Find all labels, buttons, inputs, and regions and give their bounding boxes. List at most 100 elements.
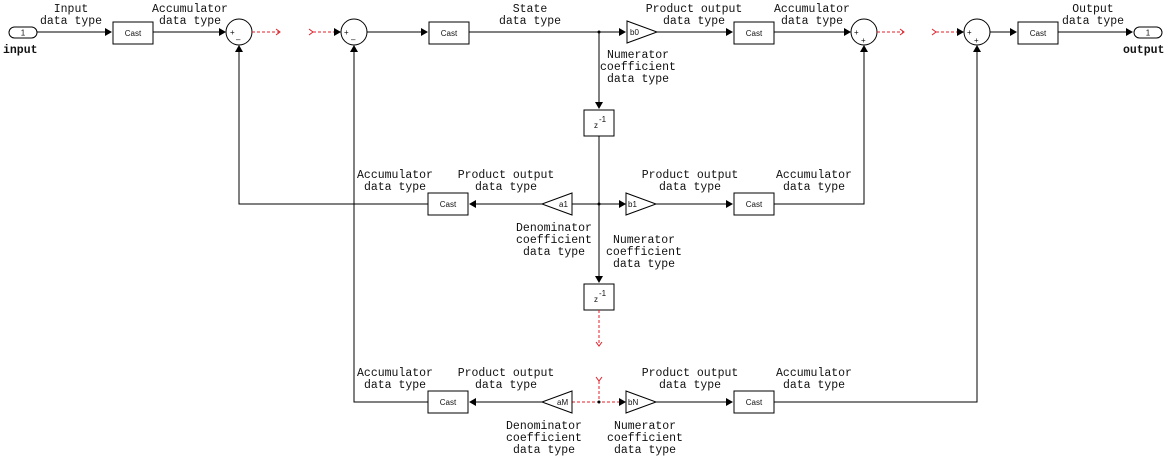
label-acc-dt-1: Accumulator (357, 367, 433, 380)
label-acc-dt-2: data type (159, 15, 221, 28)
label-den-coef-1: Denominator (506, 420, 582, 433)
label-num-coef-1: Numerator (613, 234, 675, 247)
label-den-coef-1: Denominator (516, 222, 592, 235)
label-acc-dt-1: Accumulator (776, 367, 852, 380)
continuation-arrow-icon (308, 28, 314, 36)
label-num-coef-2: coefficient (607, 432, 683, 445)
label-den-coef-2: coefficient (516, 234, 592, 247)
delay-exp: -1 (599, 115, 607, 124)
label-acc-dt-1: Accumulator (357, 169, 433, 182)
cast-block-aM[interactable]: Cast (427, 390, 469, 414)
arrow-icon (973, 45, 981, 52)
gain-b1[interactable]: b1 (625, 192, 658, 216)
wire (353, 51, 428, 403)
label-prod-dt-1: Product output (458, 169, 555, 182)
arrow-icon (726, 200, 733, 208)
input-port-number: 1 (21, 29, 26, 38)
arrow-icon (1126, 28, 1133, 36)
label-prod-dt-2: data type (475, 379, 537, 392)
cast-label: Cast (1030, 29, 1047, 38)
sum-block-3[interactable]: + + (850, 18, 878, 46)
gain-label: b0 (630, 28, 639, 37)
continuation-arrow-icon (931, 28, 937, 36)
cast-block-input[interactable]: Cast (112, 21, 154, 45)
label-acc-dt-2: data type (783, 379, 845, 392)
arrow-icon (619, 200, 626, 208)
input-port-name: input (3, 44, 38, 57)
arrow-icon (235, 45, 243, 52)
label-prod-dt-2: data type (663, 15, 725, 28)
cast-block-bN[interactable]: Cast (733, 390, 775, 414)
label-prod-dt-2: data type (659, 379, 721, 392)
gain-label: aM (557, 398, 568, 407)
arrow-icon (957, 28, 964, 36)
arrow-icon (619, 28, 626, 36)
output-port-number: 1 (1146, 29, 1151, 38)
sum-block-1[interactable]: + – (225, 18, 253, 46)
output-port[interactable]: 1 (1133, 26, 1163, 39)
label-prod-dt-1: Product output (642, 169, 739, 182)
label-acc-dt-1: Accumulator (152, 3, 228, 16)
arrow-icon (595, 276, 603, 283)
arrow-icon (469, 200, 476, 208)
cast-label: Cast (440, 398, 457, 407)
cast-block-b1[interactable]: Cast (733, 192, 775, 216)
gain-b0[interactable]: b0 (626, 20, 659, 44)
plus-sign: + (854, 28, 859, 37)
label-acc-dt-2: data type (781, 15, 843, 28)
label-state-dt-2: data type (499, 15, 561, 28)
wire (238, 51, 428, 205)
cast-label: Cast (746, 29, 763, 38)
delay-block-1[interactable]: z -1 (583, 109, 615, 137)
sum-block-4[interactable]: + + (963, 18, 991, 46)
gain-bN[interactable]: bN (625, 390, 658, 414)
gain-a1[interactable]: a1 (540, 192, 573, 216)
delay-z: z (594, 121, 598, 130)
label-num-coef-2: coefficient (600, 61, 676, 74)
cast-block-state[interactable]: Cast (428, 21, 470, 45)
arrow-icon (860, 45, 868, 52)
gain-aM[interactable]: aM (540, 390, 573, 414)
continuation-arrow-icon (899, 28, 905, 36)
arrow-icon (334, 28, 341, 36)
label-acc-dt-1: Accumulator (776, 169, 852, 182)
input-port[interactable]: 1 (8, 26, 38, 39)
plus-sign: + (230, 28, 235, 37)
label-prod-dt-2: data type (475, 181, 537, 194)
label-num-coef-3: data type (607, 73, 669, 86)
label-num-coef-1: Numerator (607, 49, 669, 62)
wire (774, 51, 978, 403)
arrow-icon (595, 102, 603, 109)
label-num-coef-1: Numerator (614, 420, 676, 433)
plus-sign: + (344, 28, 349, 37)
label-prod-dt-2: data type (659, 181, 721, 194)
label-output-dt-2: data type (1062, 15, 1124, 28)
label-den-coef-2: coefficient (506, 432, 582, 445)
cast-block-b0[interactable]: Cast (733, 21, 775, 45)
label-den-coef-3: data type (513, 444, 575, 457)
arrow-icon (350, 45, 358, 52)
cast-label: Cast (125, 29, 142, 38)
cast-label: Cast (746, 200, 763, 209)
minus-sign: – (351, 35, 356, 44)
label-acc-dt-1: Accumulator (774, 3, 850, 16)
cast-block-output[interactable]: Cast (1017, 21, 1059, 45)
gain-label: b1 (628, 200, 637, 209)
label-num-coef-3: data type (613, 258, 675, 271)
continuation-arrow-icon (275, 28, 281, 36)
arrow-icon (1010, 28, 1017, 36)
delay-exp: -1 (599, 289, 607, 298)
junction-dot (597, 400, 601, 404)
output-port-name: output (1123, 44, 1164, 57)
label-input-dt-2: data type (40, 15, 102, 28)
label-acc-dt-2: data type (364, 181, 426, 194)
delay-block-2[interactable]: z -1 (583, 283, 615, 311)
gain-label: bN (628, 398, 638, 407)
cast-block-a1[interactable]: Cast (427, 192, 469, 216)
sum-block-2[interactable]: + – (340, 18, 368, 46)
arrow-icon (105, 28, 112, 36)
cast-label: Cast (441, 29, 458, 38)
label-input-dt-1: Input (54, 3, 89, 16)
delay-z: z (594, 295, 598, 304)
